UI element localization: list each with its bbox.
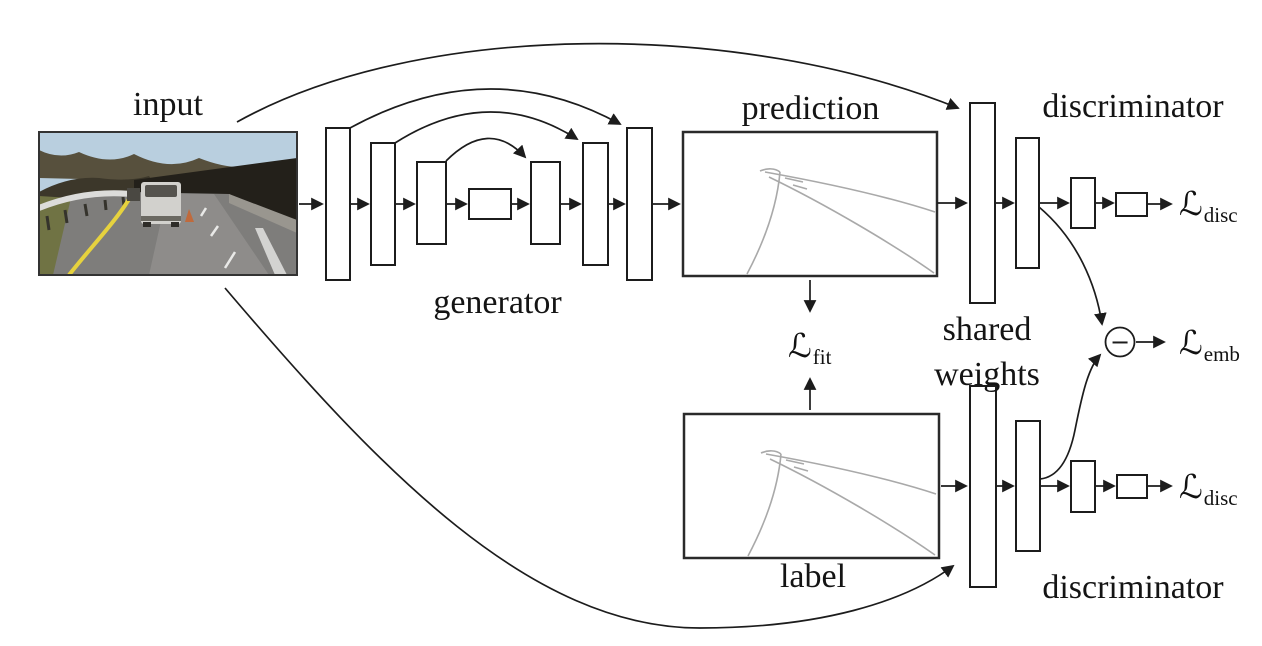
loss-disc-bottom: ℒdisc [1179,467,1238,510]
generator-block-6 [582,142,609,266]
discriminator-top-label: discriminator [1042,88,1224,125]
top-embedding-to-minus [1038,206,1107,326]
loss-emb: ℒemb [1179,323,1240,366]
disc-top-layer-3 [1070,177,1096,229]
shared-weights-rect-top [969,102,996,304]
loss-fit-base: ℒ [788,326,812,365]
disc-bottom-layer-4 [1116,474,1148,499]
input-to-top-discriminator-arc [236,42,960,123]
prediction-label: prediction [741,90,880,127]
loss-emb-base: ℒ [1179,323,1203,362]
photo-lane-dashes [199,207,237,269]
generator-block-7 [626,127,653,281]
minus-operator: − [1110,328,1130,356]
input-image [39,132,297,275]
input-label: input [133,86,203,123]
flow-arrows [299,196,1173,493]
discriminator-top-stack [969,102,1148,304]
bottom-embedding-to-minus [1039,353,1102,480]
photo-right-barrier [229,194,297,233]
input-image-border [38,131,298,276]
generator-block-2 [370,142,396,266]
discriminator-bottom-stack [969,385,1148,588]
generator-block-3 [416,161,447,245]
photo-vegetation [39,196,71,275]
disc-bottom-layer-2 [1015,420,1041,552]
label-label: label [779,558,847,595]
input-to-bottom-discriminator-arc [224,287,955,629]
loss-disc-top-sub: disc [1203,203,1238,227]
label-box [682,412,941,560]
photo-guardrail [39,190,132,211]
shared-weights-line2: weights [934,356,1040,393]
photo-traffic-cone [185,209,194,222]
generator-network [325,127,653,281]
generator-bottleneck [468,188,512,220]
generator-block-5 [530,161,561,245]
disc-bottom-layer-3 [1070,460,1096,513]
curved-connections [224,42,1107,629]
shared-weights-label: shared weights [912,307,1062,397]
loss-fit-sub: fit [812,345,832,369]
disc-top-layer-4 [1115,192,1148,217]
loss-disc-top: ℒdisc [1179,184,1238,227]
loss-emb-sub: emb [1203,342,1240,366]
photo-truck [127,182,181,227]
prediction-lane-lines [746,168,936,275]
shared-weights-rect-bottom [969,385,997,588]
label-lane-lines [747,450,937,557]
minus-circle [1104,326,1136,358]
photo-guardrail-posts [45,196,126,231]
skip-arc-inner [445,137,527,162]
generator-block-1 [325,127,351,281]
skip-arc-middle [394,111,579,144]
skip-arc-outer [349,88,622,129]
shared-weights-line1: shared [942,311,1032,348]
prediction-box [681,130,939,278]
disc-top-layer-2 [1015,137,1040,269]
loss-fit: ℒfit [788,326,831,369]
photo-white-line [255,228,287,275]
loss-disc-bottom-sub: disc [1203,486,1238,510]
photo-yellow-line [67,194,133,275]
generator-label: generator [433,284,562,321]
loss-disc-top-base: ℒ [1179,184,1203,223]
loss-disc-bottom-base: ℒ [1179,467,1203,506]
discriminator-bottom-label: discriminator [1042,569,1224,606]
